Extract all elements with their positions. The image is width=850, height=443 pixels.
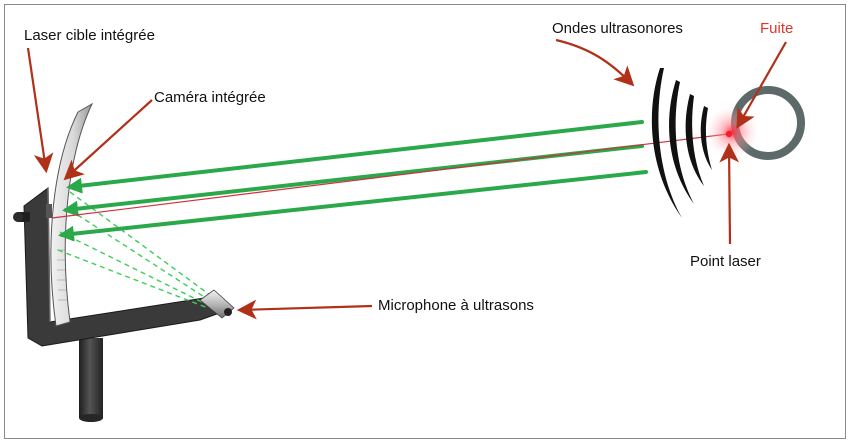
arrow-microphone [236,299,373,320]
leak-glow-icon [706,106,758,158]
device-panel [46,102,94,327]
beam-bottom [58,170,648,242]
laser-point-dot [725,130,733,138]
laser-line [51,133,729,219]
label-fuite: Fuite [760,20,793,37]
label-point-laser: Point laser [690,253,761,270]
label-microphone: Microphone à ultrasons [378,297,534,314]
label-camera: Caméra intégrée [154,89,266,106]
ultrasonic-waves [651,68,712,218]
label-laser-cible: Laser cible intégrée [24,27,155,44]
dashed-sensor-lines [57,191,215,309]
knob-icon [13,212,30,222]
arrow-laser-cible [26,47,54,174]
callout-arrows [26,38,787,320]
microphone-icon [199,289,235,319]
beam-top [66,120,644,194]
arrow-fuite [736,41,787,129]
arrow-camera [63,99,153,181]
device-handle [79,338,103,422]
arrow-ondes [555,38,635,87]
green-beams [58,120,648,242]
label-ondes: Ondes ultrasonores [552,20,683,37]
arrow-point-laser [719,142,740,245]
diagram-border [4,4,846,439]
